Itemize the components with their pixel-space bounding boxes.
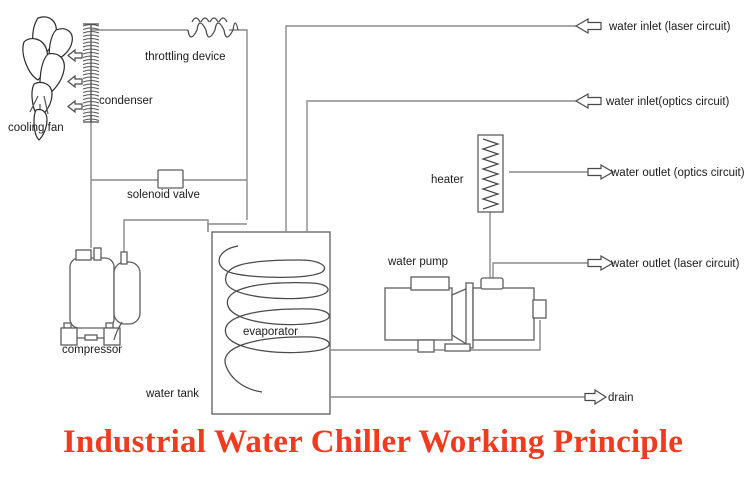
pipe-tank-to-pump bbox=[330, 320, 541, 351]
pipe-outlet-laser bbox=[492, 262, 588, 282]
heater-body bbox=[477, 134, 504, 213]
pump-motor-body bbox=[384, 287, 453, 341]
water-piping bbox=[207, 25, 588, 398]
compressor-foot-plate-right bbox=[105, 322, 114, 329]
port-label: water outlet (optics circuit) bbox=[610, 167, 745, 179]
evaporator-coil bbox=[218, 245, 330, 393]
evaporator-helix bbox=[218, 245, 330, 393]
pump-terminal-box bbox=[410, 276, 450, 291]
port-drain: drain bbox=[584, 388, 634, 406]
port-water-outlet-laser: water outlet (laser circuit) bbox=[587, 254, 740, 272]
cooling-fan bbox=[22, 16, 73, 141]
pipe-inlet-optics bbox=[306, 100, 588, 232]
pump-suction-port bbox=[480, 277, 504, 290]
water-tank-label: water tank bbox=[145, 388, 199, 400]
port-water-inlet-laser: water inlet (laser circuit) bbox=[574, 17, 731, 35]
compressor-assembly bbox=[60, 247, 141, 346]
heater-label: heater bbox=[431, 174, 464, 186]
page-title: Industrial Water Chiller Working Princip… bbox=[62, 424, 684, 460]
pipe-tank-left-inlet bbox=[207, 223, 247, 232]
solenoid-valve-label: solenoid valve bbox=[127, 189, 200, 201]
pump-housing bbox=[472, 287, 535, 341]
throttling-device-label: throttling device bbox=[145, 51, 226, 63]
water-pump-label: water pump bbox=[387, 256, 448, 268]
pipe-inlet-laser bbox=[285, 25, 588, 232]
compressor-foot-left bbox=[60, 327, 78, 346]
pump-motor-foot bbox=[417, 339, 435, 353]
compressor-foot-plate-left bbox=[63, 322, 72, 329]
pump-base-plate bbox=[444, 343, 471, 352]
port-water-inlet-optics: water inlet(optics circuit) bbox=[574, 92, 730, 110]
accumulator-suction-port bbox=[120, 251, 128, 265]
compressor-label: compressor bbox=[62, 344, 122, 356]
condenser-coil bbox=[82, 23, 100, 123]
port-label: drain bbox=[608, 392, 634, 404]
water-tank-body bbox=[211, 231, 331, 415]
heater-element bbox=[481, 138, 500, 210]
evaporator-label: evaporator bbox=[243, 326, 298, 338]
accumulator-shell bbox=[113, 261, 141, 325]
compressor-terminal-box bbox=[75, 249, 92, 261]
accumulator-outlet-tube bbox=[113, 321, 123, 341]
arrow-left-icon bbox=[574, 17, 602, 35]
fan-blade-6 bbox=[33, 108, 48, 141]
solenoid-valve-body bbox=[157, 169, 184, 189]
airflow-arrow-3-icon bbox=[67, 99, 83, 114]
heater-assembly bbox=[477, 134, 504, 213]
airflow-arrow-2-icon bbox=[67, 74, 83, 89]
arrow-left-icon bbox=[574, 92, 602, 110]
airflow-arrows bbox=[67, 48, 83, 114]
arrow-right-icon bbox=[584, 388, 608, 406]
throttle-coil-upper bbox=[191, 17, 228, 23]
compressor-discharge-port bbox=[93, 247, 102, 261]
port-label: water inlet(optics circuit) bbox=[605, 96, 730, 108]
port-label: water outlet (laser circuit) bbox=[610, 258, 740, 270]
arrow-right-icon bbox=[587, 254, 615, 272]
cooling-fan-label: cooling fan bbox=[8, 122, 64, 134]
compressor-shell bbox=[69, 257, 115, 329]
throttle-coil bbox=[187, 22, 239, 38]
pipe-throttle-to-evaporator-side bbox=[229, 29, 248, 180]
pipe-accumulator-return bbox=[123, 219, 209, 252]
condenser-label: condenser bbox=[99, 95, 153, 107]
compressor-base-block bbox=[84, 334, 98, 341]
refrigerant-piping bbox=[90, 29, 248, 252]
airflow-arrow-1-icon bbox=[67, 48, 83, 63]
arrow-right-icon bbox=[587, 163, 615, 181]
port-label: water inlet (laser circuit) bbox=[608, 21, 731, 33]
port-water-outlet-optics: water outlet (optics circuit) bbox=[587, 163, 745, 181]
water-pump-assembly bbox=[384, 276, 547, 353]
pump-flange-plate bbox=[465, 282, 474, 349]
throttling-device bbox=[187, 17, 239, 38]
pump-discharge-port bbox=[532, 299, 547, 319]
